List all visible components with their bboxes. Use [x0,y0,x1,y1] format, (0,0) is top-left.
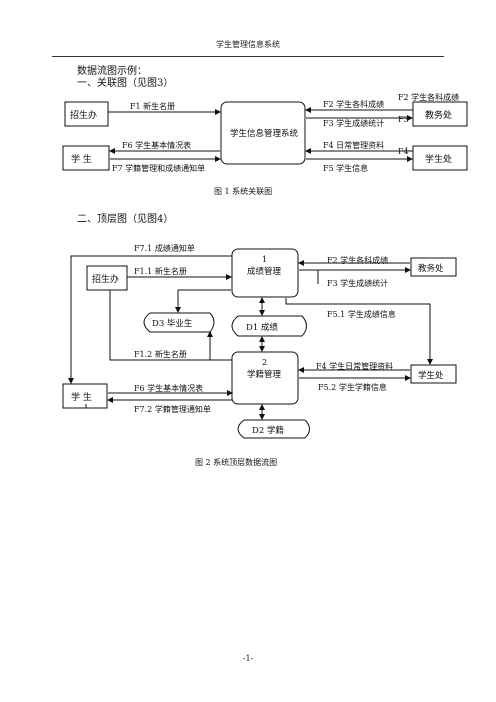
store-d3: D3 毕业生 [152,318,193,329]
entity-xuesheng: 学 生 [71,153,92,165]
flow-f72: F7.2 学籍管理通知单 [134,404,211,414]
intro-text: 数据流图示例： [77,66,147,77]
entity-zhaosheng: 招生办 [70,109,97,121]
flow-f6: F6 学生基本情况表 [122,140,191,150]
entity-xueshengchu-box-2 [410,364,457,384]
flow-f5: F5 学生信息 [323,163,368,173]
process2-box [231,351,299,405]
entity-zhaosheng-box-2 [86,265,128,291]
entity-xueshengchu-box [412,145,468,171]
entity-xueshengchu-2: 学生处 [418,370,444,381]
flow-f1: F1 新生名册 [130,101,175,111]
entity-jiaowu-box-2 [410,257,457,277]
flow-f7: F7 学籍管理和成绩通知单 [112,163,205,173]
flow-f11: F1.1 新生名册 [134,266,187,276]
flow-f4-side: F4 [398,147,409,156]
flow-f4: F4 日常管理资料 [323,140,384,150]
flow-f12: F1.2 新生名册 [134,349,187,359]
fig2-caption: 图 2 系统顶层数据流图 [195,457,277,467]
entity-xuesheng-2: 学 生 [71,391,92,403]
page-header: 学生管理信息系统 [216,40,280,49]
process1-num: 1 [262,255,267,264]
fig1-caption: 图 1 系统关联图 [214,186,272,196]
process1-box [231,248,299,298]
flow-f3: F3 学生成绩统计 [323,118,384,128]
entity-xuesheng-box [62,145,110,171]
process2-name: 学籍管理 [247,369,282,380]
flow-f6-top: F6 学生基本情况表 [134,383,203,393]
section1-heading: 一、关联图（见图3） [77,78,174,89]
flow-f52: F5.2 学生学籍信息 [318,382,387,392]
entity-xuesheng-box-2 [62,383,108,409]
flow-f2-top: F2 学生各科成绩 [327,255,388,265]
entity-xueshengchu: 学生处 [425,153,452,165]
page-number: -1- [242,654,254,663]
entity-jiaowu-2: 教务处 [418,263,444,274]
entity-zhaosheng-box [64,101,109,127]
flow-f3-side: F3 [398,115,409,124]
center-process-box [220,101,306,165]
flow-f3-top: F3 学生成绩统计 [327,278,388,288]
flow-f51: F5.1 学生成绩信息 [327,309,396,319]
flow-f71: F7.1 成绩通知单 [134,243,195,253]
store-d2: D2 学籍 [252,425,284,436]
header-rule [52,56,444,57]
entity-zhaosheng-2: 招生办 [92,273,119,285]
flow-f4-top: F4 学生日常管理资料 [316,361,393,371]
entity-jiaowu-box [412,101,468,127]
entity-jiaowu: 教务处 [425,109,452,121]
section2-heading: 二、顶层图（见图4） [77,214,174,225]
process1-name: 成绩管理 [247,266,282,277]
center-process-label: 学生信息管理系统 [230,128,299,139]
process2-num: 2 [262,358,267,367]
flow-f2: F2 学生各科成绩 [323,99,384,109]
flow-f2-side: F2 学生各科成绩 [398,92,459,102]
store-d1: D1 成绩 [246,322,278,333]
